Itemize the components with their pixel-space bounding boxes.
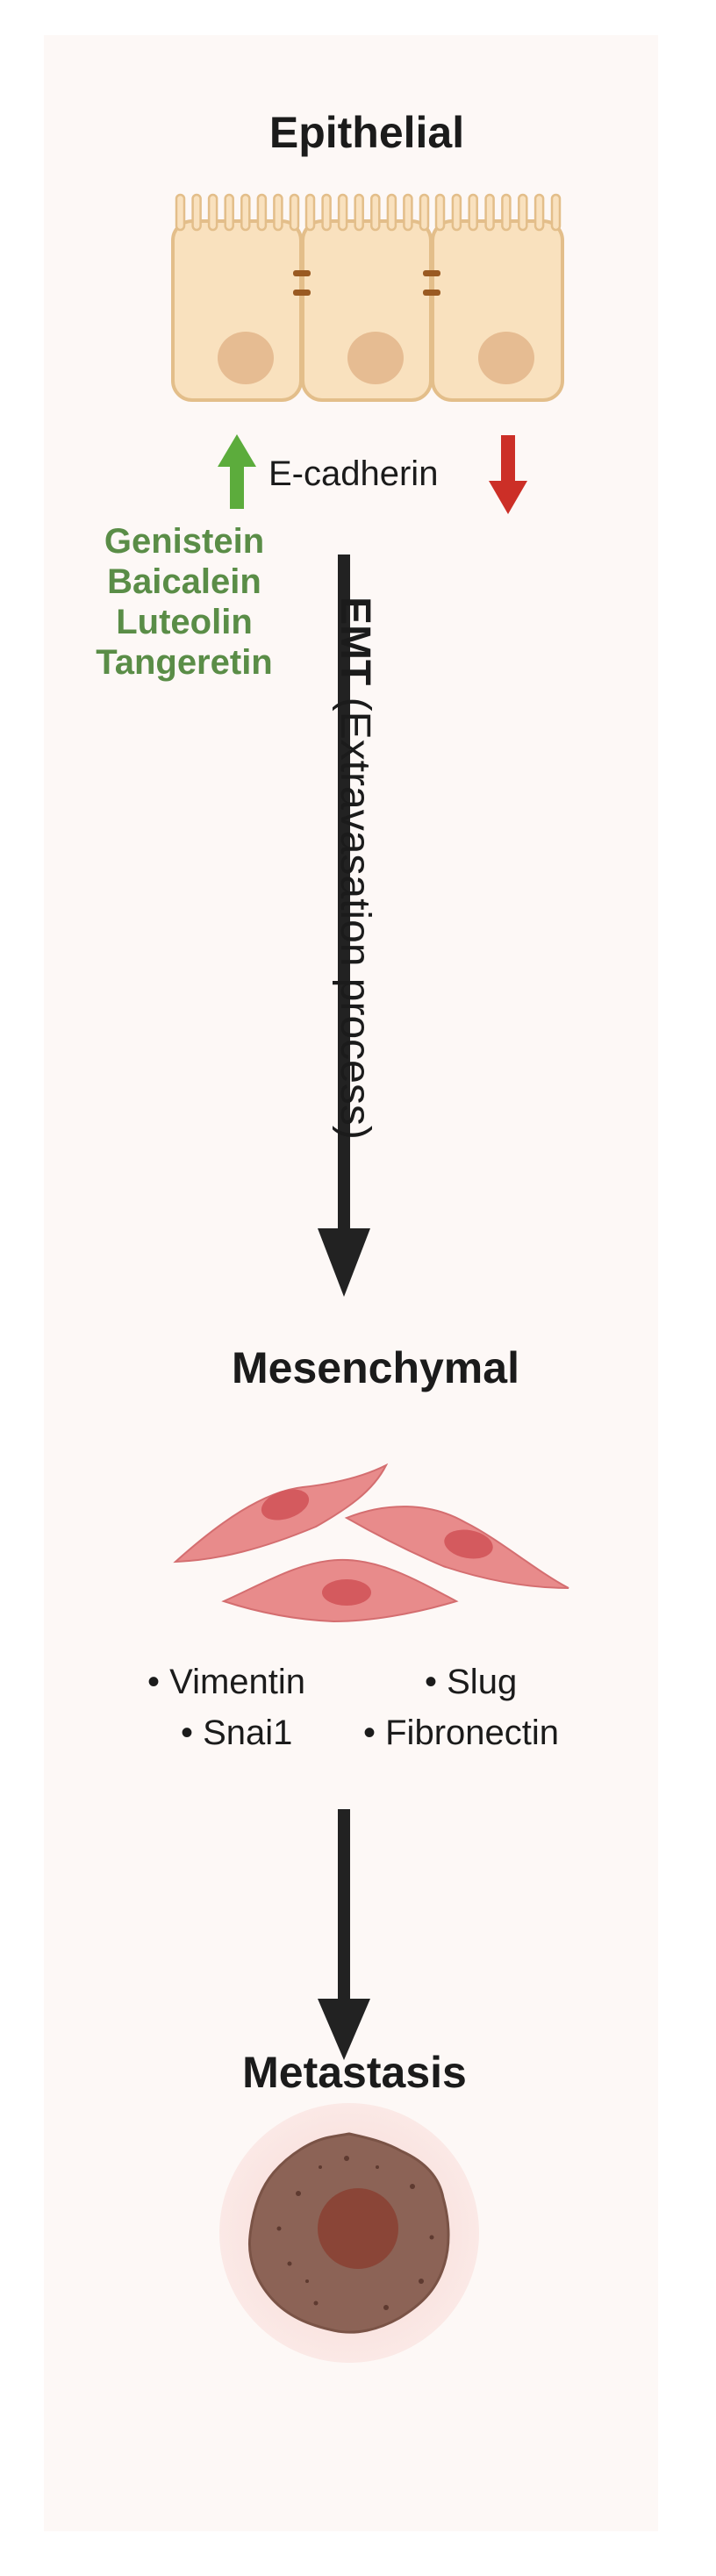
mesenchymal-nucleus xyxy=(322,1579,371,1606)
mesenchymal-cells-illustration xyxy=(173,1463,569,1623)
microvillus xyxy=(533,193,545,232)
microvillus xyxy=(386,193,397,232)
compound-luteolin: Luteolin xyxy=(116,603,253,641)
emt-label: EMT (Extravasation process) xyxy=(331,597,379,1140)
microvillus xyxy=(484,193,495,232)
epithelial-title: Epithelial xyxy=(268,108,465,157)
microvillus xyxy=(321,193,332,232)
marker-snai1: • Snai1 xyxy=(181,1714,292,1753)
microvillus xyxy=(434,193,446,232)
marker-fibronectin: • Fibronectin xyxy=(363,1714,559,1753)
emt-detail: (Extravasation process) xyxy=(332,697,378,1140)
metastasis-title: Metastasis xyxy=(242,2048,467,2097)
epithelial-cell xyxy=(301,219,433,402)
marker-fibronectin-text: Fibronectin xyxy=(385,1714,559,1752)
mesenchymal-cell xyxy=(173,1463,389,1563)
marker-snai1-text: Snai1 xyxy=(203,1714,293,1752)
compound-genistein: Genistein xyxy=(104,522,265,561)
microvillus xyxy=(256,193,268,232)
microvillus xyxy=(240,193,251,232)
microvillus xyxy=(501,193,512,232)
epithelial-cell xyxy=(431,219,564,402)
epithelial-nucleus xyxy=(478,332,534,384)
bullet: • xyxy=(425,1663,448,1701)
microvillus xyxy=(518,193,528,232)
mesenchymal-title: Mesenchymal xyxy=(232,1343,519,1392)
epithelial-cell xyxy=(171,219,303,402)
tumor-speckles xyxy=(276,2156,434,2310)
bullet: • xyxy=(181,1714,204,1752)
microvillus xyxy=(354,193,364,232)
up-arrow-icon xyxy=(218,434,256,509)
bullet: • xyxy=(147,1663,170,1701)
mesenchymal-cell xyxy=(221,1558,459,1623)
emt-arrow xyxy=(318,555,370,1297)
bullet: • xyxy=(363,1714,386,1752)
microvillus xyxy=(550,193,562,232)
tumor-cell-illustration xyxy=(219,2103,479,2363)
microvillus xyxy=(191,193,202,232)
marker-slug: • Slug xyxy=(425,1663,517,1702)
ecadherin-label: E-cadherin xyxy=(268,454,439,493)
microvillus xyxy=(304,193,316,232)
microvillus xyxy=(337,193,348,232)
microvillus xyxy=(207,193,218,232)
microvillus xyxy=(175,193,186,232)
epithelial-nucleus xyxy=(347,332,404,384)
mesenchymal-cell xyxy=(344,1506,569,1589)
emt-term: EMT xyxy=(332,597,378,686)
mesenchymal-nucleus xyxy=(261,1489,310,1521)
microvillus xyxy=(451,193,462,232)
microvillus xyxy=(224,193,234,232)
microvillus xyxy=(273,193,283,232)
cell-junctions xyxy=(293,270,440,296)
tumor-nucleus xyxy=(318,2188,398,2269)
microvillus xyxy=(419,193,430,232)
down-arrow-icon xyxy=(489,435,527,514)
compound-tangeretin: Tangeretin xyxy=(96,643,273,682)
microvillus xyxy=(370,193,381,232)
epithelial-nucleus xyxy=(218,332,274,384)
metastasis-arrow xyxy=(318,1809,370,2060)
marker-vimentin: • Vimentin xyxy=(147,1663,305,1702)
epithelial-cells-illustration xyxy=(171,193,564,402)
mesenchymal-nucleus xyxy=(444,1529,493,1559)
microvillus xyxy=(468,193,478,232)
marker-slug-text: Slug xyxy=(447,1663,518,1701)
marker-vimentin-text: Vimentin xyxy=(169,1663,306,1701)
compound-baicalein: Baicalein xyxy=(107,562,261,601)
microvilli xyxy=(175,193,562,232)
microvillus xyxy=(289,193,300,232)
microvillus xyxy=(403,193,413,232)
